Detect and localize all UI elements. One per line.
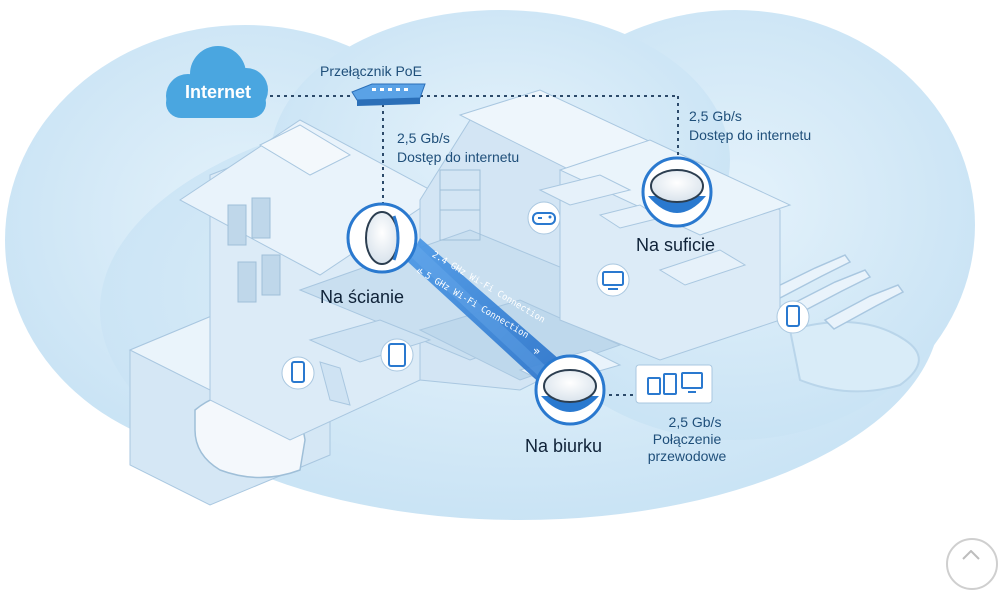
ceiling-access-point (641, 156, 713, 228)
svg-text:«: « (416, 264, 423, 278)
ceiling-ap-speed: 2,5 Gb/s (689, 108, 742, 124)
wifi-link: « » (408, 238, 560, 388)
svg-text:»: » (533, 344, 540, 358)
wall-ap-speed: 2,5 Gb/s (397, 130, 450, 146)
network-diagram: « » (5, 10, 975, 520)
desk-ap-wired-line2: przewodowe (647, 448, 727, 464)
tablet-icon (380, 338, 414, 372)
chevron-up-icon (962, 550, 980, 560)
phone-icon (776, 300, 810, 334)
internet-label: Internet (184, 82, 251, 102)
pool (788, 321, 920, 393)
scroll-top-button[interactable] (946, 538, 998, 590)
devices-icon (635, 364, 713, 404)
gamepad-icon (527, 201, 561, 235)
phone-icon (281, 356, 315, 390)
tv-icon (596, 263, 630, 297)
internet-cloud (166, 46, 268, 118)
wall-ap-access: Dostęp do internetu (397, 149, 520, 165)
ceiling-ap-place: Na suficie (636, 235, 716, 255)
desk-ap-wired-line1: Połączenie (652, 431, 722, 447)
wall-ap-place: Na ścianie (320, 287, 405, 307)
poe-switch-label: Przełącznik PoE (320, 63, 422, 79)
desk-access-point (534, 354, 606, 426)
desk-ap-speed: 2,5 Gb/s (668, 414, 722, 430)
ceiling-ap-access: Dostęp do internetu (689, 127, 812, 143)
wall-access-point (346, 202, 418, 274)
poe-switch (351, 83, 426, 106)
desk-ap-place: Na biurku (525, 436, 603, 456)
